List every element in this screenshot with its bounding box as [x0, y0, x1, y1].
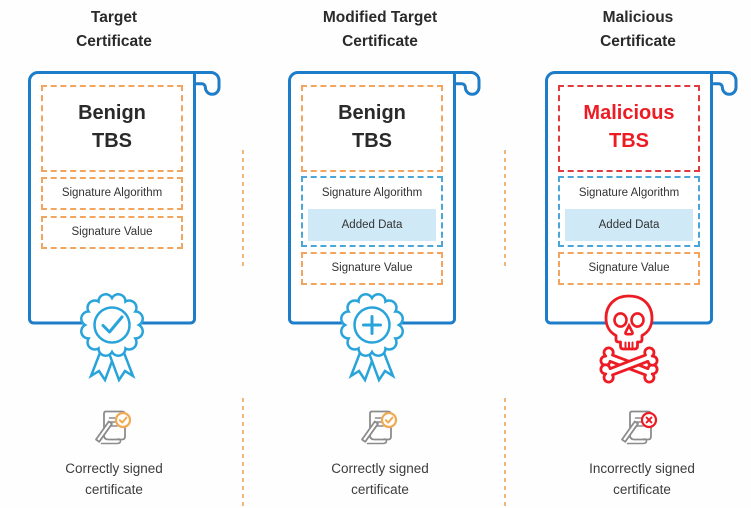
tbs-line2: TBS — [352, 129, 392, 152]
column-title-target: Target Certificate — [4, 6, 224, 53]
column-title-modified-target: Modified Target Certificate — [270, 6, 490, 53]
signed-document-x-icon — [621, 410, 658, 445]
rosette-check-badge-icon — [80, 293, 144, 383]
signature-algorithm-label: Signature Algorithm — [578, 187, 680, 199]
modified-signature-group: Signature Algorithm Added Data — [301, 176, 443, 247]
certificate-scroll-icon — [28, 71, 221, 325]
rosette-plus-badge-icon — [340, 293, 404, 383]
tbs-line1: Benign — [78, 102, 146, 124]
column-title-malicious: Malicious Certificate — [528, 6, 748, 53]
divider-top-right — [504, 150, 506, 270]
divider-bottom-right — [504, 398, 506, 508]
caption-correctly-signed: Correctly signed certificate — [65, 461, 163, 497]
target-certificate: Benign TBS Signature Algorithm Signature… — [28, 71, 228, 383]
title-line2: Certificate — [76, 32, 152, 50]
title-line2: Certificate — [600, 32, 676, 50]
signature-value-box: Signature Value — [558, 252, 700, 285]
title-line1: Malicious — [602, 9, 674, 26]
tbs-line2: TBS — [92, 129, 132, 152]
title-line2: Certificate — [342, 32, 418, 50]
tbs-box: Malicious TBS — [558, 85, 700, 172]
divider-bottom-left — [242, 398, 244, 508]
divider-top-left — [242, 150, 244, 270]
modified-target-certificate: Benign TBS Signature Algorithm Added Dat… — [288, 71, 488, 383]
signature-value-box: Signature Value — [301, 252, 443, 285]
skull-crossbones-icon — [599, 294, 659, 384]
certificate-scroll-icon — [288, 71, 481, 325]
caption-correctly-signed: Correctly signed certificate — [331, 461, 429, 497]
signature-value-box: Signature Value — [41, 216, 183, 249]
tbs-box: Benign TBS — [301, 85, 443, 172]
signature-algorithm-box: Signature Algorithm — [41, 177, 183, 210]
malicious-certificate: Malicious TBS Signature Algorithm Added … — [545, 71, 745, 384]
tbs-line1: Benign — [338, 102, 406, 124]
modified-signature-group: Signature Algorithm Added Data — [558, 176, 700, 247]
signed-document-check-icon — [361, 410, 398, 445]
tbs-line1: Malicious — [583, 102, 675, 124]
title-line1: Target — [90, 9, 138, 26]
signature-algorithm-label: Signature Algorithm — [321, 187, 423, 199]
tbs-line2: TBS — [609, 129, 649, 152]
added-data-box: Added Data — [308, 209, 436, 241]
caption-incorrectly-signed: Incorrectly signed certificate — [589, 461, 695, 497]
added-data-box: Added Data — [565, 209, 693, 241]
title-line1: Modified Target — [322, 9, 438, 26]
certificate-scroll-icon — [545, 71, 738, 325]
signed-document-check-icon — [95, 410, 132, 445]
tbs-box: Benign TBS — [41, 85, 183, 172]
